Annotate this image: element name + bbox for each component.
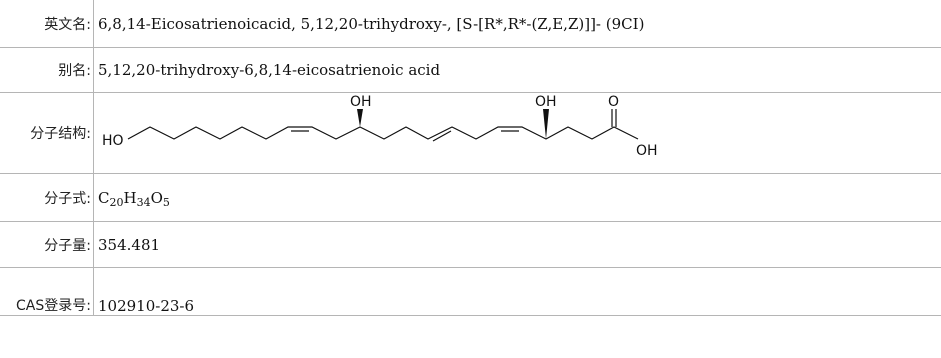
formula-label: 分子式: xyxy=(0,173,94,222)
carbon-chain-bonds xyxy=(127,126,639,140)
molecular-weight-label: 分子量: xyxy=(0,221,94,268)
atom-oh-acid: OH xyxy=(636,143,658,159)
formula-carbon: C xyxy=(98,188,110,207)
atom-oh-c12: OH xyxy=(350,94,372,110)
alias-label: 别名: xyxy=(0,47,94,93)
alias-value: 5,12,20-trihydroxy-6,8,14-eicosatrienoic… xyxy=(93,47,941,93)
wedge-bond-c12 xyxy=(357,109,363,127)
atom-ho: HO xyxy=(102,133,124,149)
english-name-value: 6,8,14-Eicosatrienoicacid, 5,12,20-trihy… xyxy=(93,0,941,48)
molecular-structure-diagram: HO OH OH O OH xyxy=(102,94,658,159)
formula-carbon-count: 20 xyxy=(109,195,124,209)
molecular-weight-value: 354.481 xyxy=(93,221,941,268)
alias-row: 别名: 5,12,20-trihydroxy-6,8,14-eicosatrie… xyxy=(0,47,941,93)
cas-row: CAS登录号: 102910-23-6 xyxy=(0,267,941,316)
atom-oh-c5: OH xyxy=(535,94,557,110)
english-name-label: 英文名: xyxy=(0,0,94,48)
formula-hydrogen: H xyxy=(123,188,137,207)
formula-value: C20H34O5 xyxy=(93,173,941,222)
double-bond-c8 xyxy=(432,130,452,142)
formula-row: 分子式: C20H34O5 xyxy=(0,173,941,222)
structure-label: 分子结构: xyxy=(0,92,94,174)
cas-value: 102910-23-6 xyxy=(93,267,941,316)
structure-row: 分子结构: HO OH OH xyxy=(0,92,941,174)
formula-hydrogen-count: 34 xyxy=(136,195,151,209)
structure-cell: HO OH OH O OH xyxy=(93,92,941,174)
cas-label: CAS登录号: xyxy=(0,267,94,316)
compound-info-table: 英文名: 6,8,14-Eicosatrienoicacid, 5,12,20-… xyxy=(0,0,941,316)
molecular-weight-row: 分子量: 354.481 xyxy=(0,221,941,268)
wedge-bond-c5 xyxy=(543,109,549,139)
atom-o-carbonyl: O xyxy=(608,94,619,110)
english-name-row: 英文名: 6,8,14-Eicosatrienoicacid, 5,12,20-… xyxy=(0,0,941,48)
formula-oxygen: O xyxy=(150,188,163,207)
formula-oxygen-count: 5 xyxy=(162,195,170,209)
